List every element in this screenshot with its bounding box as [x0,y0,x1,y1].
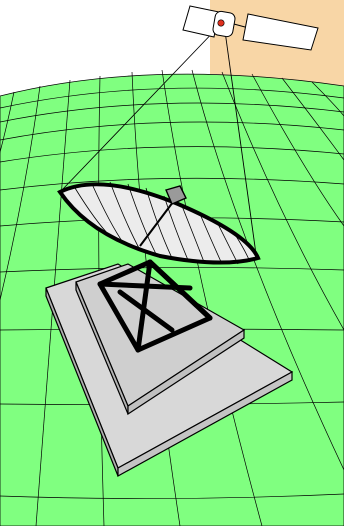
satellite-beacon [218,20,224,26]
